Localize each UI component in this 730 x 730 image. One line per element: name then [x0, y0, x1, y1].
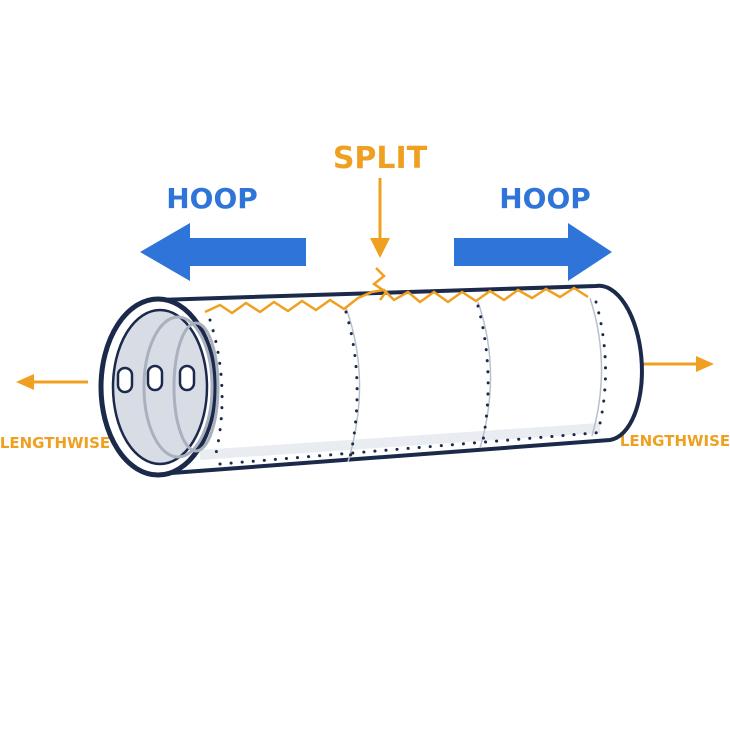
window-icon [146, 364, 164, 392]
fuselage-body [156, 283, 644, 476]
lengthwise-right-label: LENGTHWISE [620, 432, 730, 450]
split-label: SPLIT [333, 141, 428, 176]
hoop-right-label: HOOP [499, 182, 591, 215]
hoop-right-arrow-icon [454, 223, 612, 281]
fuselage-opening [98, 296, 220, 478]
split-arrow-icon [370, 178, 390, 258]
window-icon [116, 366, 134, 394]
hoop-left-arrow-icon [140, 223, 306, 281]
hoop-left-label: HOOP [166, 182, 258, 215]
fuselage-cylinder [98, 267, 644, 478]
rivet-lines [208, 300, 608, 466]
lengthwise-left-arrow-icon [16, 374, 88, 390]
split-crack-icon [204, 286, 589, 315]
lengthwise-right-arrow-icon [642, 356, 714, 372]
window-icon [178, 364, 196, 392]
lengthwise-left-label: LENGTHWISE [0, 434, 110, 452]
